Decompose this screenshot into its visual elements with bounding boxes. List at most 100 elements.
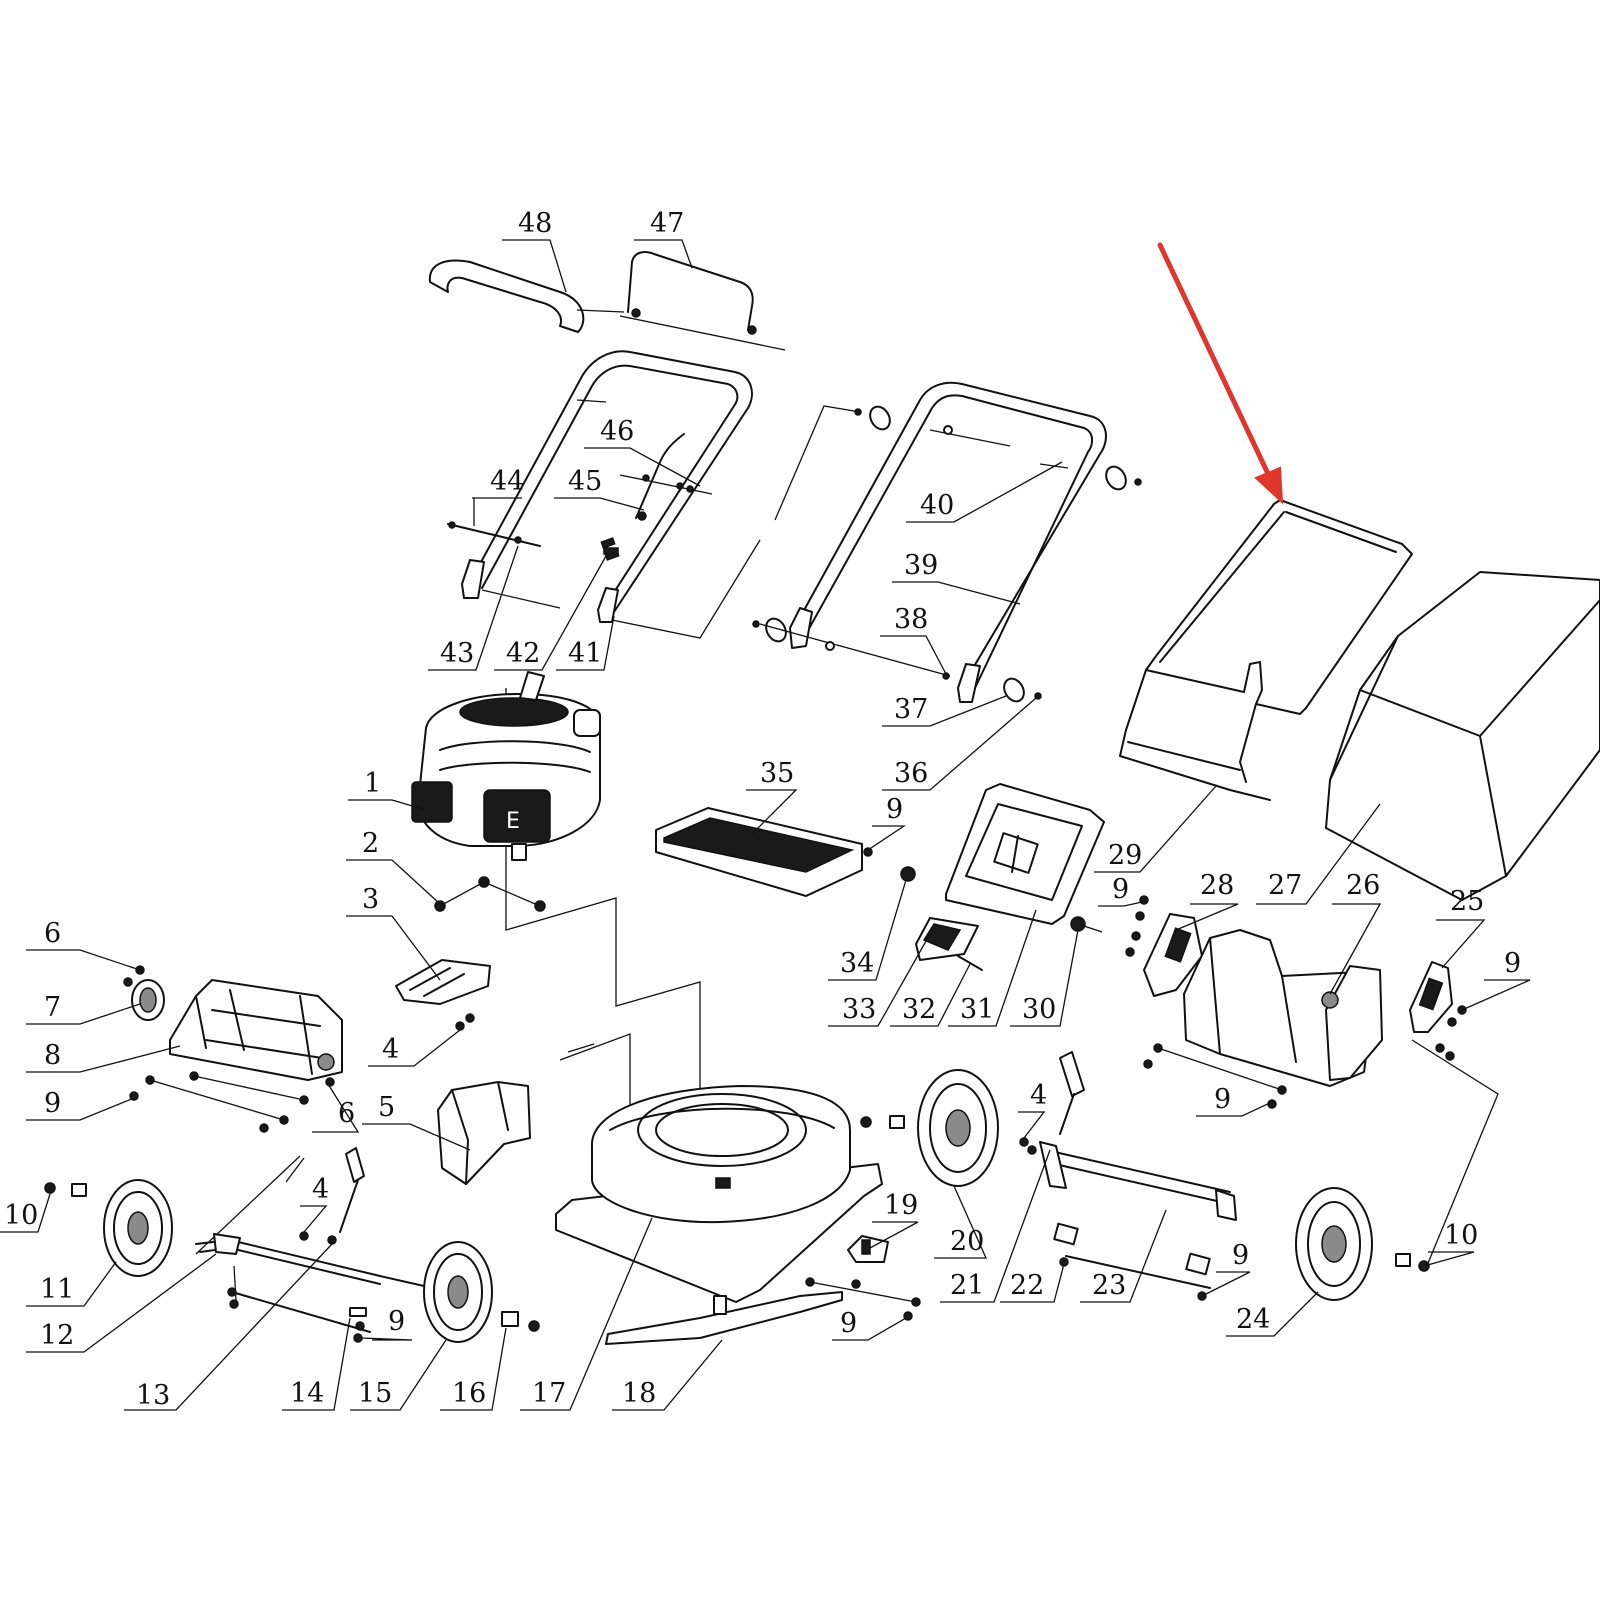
callout-23-label: 23 — [1092, 1270, 1126, 1301]
engine-badge: E — [506, 809, 520, 834]
part-17-deck — [555, 1085, 883, 1303]
callout-21: 21 — [940, 1149, 1051, 1303]
callout-6-top-label: 6 — [44, 918, 61, 949]
part-27-grass-bag — [1325, 571, 1600, 901]
callout-9-cover: 9 — [26, 1088, 135, 1121]
part-13-lever — [299, 1147, 365, 1245]
callout-2-label: 2 — [362, 828, 379, 859]
callout-16: 16 — [440, 1327, 507, 1411]
callout-41-label: 41 — [568, 638, 602, 669]
callout-37-label: 37 — [894, 694, 928, 725]
callout-18-label: 18 — [622, 1378, 656, 1409]
callout-24-label: 24 — [1236, 1304, 1270, 1335]
callout-9-front-bracket: 9 — [361, 1306, 413, 1341]
callout-37: 37 — [882, 694, 1007, 727]
callout-27: 27 — [1256, 803, 1381, 905]
callout-39: 39 — [892, 550, 1021, 605]
part-30-spring — [1070, 916, 1103, 933]
callout-15: 15 — [350, 1339, 447, 1411]
callout-7-label: 7 — [44, 992, 61, 1023]
callout-44-label: 44 — [490, 466, 524, 497]
callout-17: 17 — [520, 1217, 653, 1411]
callout-17-label: 17 — [532, 1378, 566, 1409]
callout-1: 1 — [348, 768, 427, 811]
callout-22: 22 — [1000, 1263, 1065, 1303]
callout-39-label: 39 — [904, 550, 938, 581]
part-19-clip — [847, 1235, 889, 1263]
assembly-lines — [195, 309, 1499, 1269]
callout-47-label: 47 — [650, 208, 684, 239]
callout-24: 24 — [1226, 1291, 1319, 1337]
callout-9-bracket-right: 9 — [1461, 948, 1531, 1011]
callout-4-deck: 4 — [368, 1029, 461, 1067]
callout-9-housing-label: 9 — [1214, 1084, 1231, 1115]
callout-21-label: 21 — [950, 1270, 984, 1301]
callout-9-cover-label: 9 — [44, 1088, 61, 1119]
callout-9-axle: 9 — [1205, 1240, 1251, 1295]
part-10-nuts — [44, 1115, 1430, 1272]
callout-13-label: 13 — [136, 1380, 170, 1411]
part-cable-hardware — [447, 433, 713, 561]
callout-25-label: 25 — [1450, 886, 1484, 917]
part-28-bracket — [1125, 895, 1203, 997]
callout-42: 42 — [494, 555, 607, 671]
callout-38: 38 — [880, 604, 947, 675]
callout-36-label: 36 — [894, 758, 928, 789]
callout-12-label: 12 — [40, 1320, 74, 1351]
callout-28: 28 — [1175, 870, 1239, 931]
callout-4-deck-label: 4 — [382, 1034, 399, 1065]
part-16-bushing — [501, 1311, 540, 1332]
part-12-front-axle — [195, 1233, 425, 1287]
callout-9-bracket-right-label: 9 — [1504, 948, 1521, 979]
part-25-bracket — [1409, 961, 1467, 1061]
callout-44: 44 — [472, 466, 524, 526]
callout-18: 18 — [612, 1339, 723, 1411]
callout-5: 5 — [362, 1092, 471, 1151]
highlight-arrow — [1157, 242, 1284, 505]
part-14-bracket — [227, 1265, 371, 1343]
callout-9-blade-label: 9 — [840, 1308, 857, 1339]
callout-9-flap-label: 9 — [886, 794, 903, 825]
part-upper-handle — [461, 350, 753, 623]
part-7-hinge — [131, 979, 165, 1021]
callout-41: 41 — [556, 615, 615, 671]
callout-30: 30 — [1010, 929, 1079, 1027]
callout-9-extra: 9 — [1514, 1238, 1531, 1269]
part-42-screws — [603, 547, 619, 555]
part-31-rear-flap — [945, 783, 1105, 925]
callouts: 1 2 3 4 4 4 5 — [0, 208, 1531, 1411]
callout-4-front-label: 4 — [312, 1174, 329, 1205]
part-48-handle-grip — [428, 259, 585, 333]
part-9-screw-34 — [863, 847, 873, 857]
part-29-bag-frame — [1119, 499, 1413, 801]
callout-47: 47 — [634, 208, 693, 269]
part-22-clip — [1053, 1222, 1211, 1301]
part-15-wheel-rear-left — [423, 1241, 493, 1343]
callout-32: 32 — [890, 963, 971, 1027]
part-9-screws-left — [129, 1071, 309, 1133]
part-illustrations: E — [44, 242, 1600, 1345]
part-39-lower-handle — [789, 381, 1107, 703]
callout-35-label: 35 — [760, 758, 794, 789]
callout-10-left: 10 — [0, 1193, 51, 1233]
callout-8: 8 — [26, 1040, 181, 1073]
callout-22-label: 22 — [1010, 1270, 1044, 1301]
callout-40: 40 — [906, 461, 1063, 523]
callout-33-label: 33 — [842, 994, 876, 1025]
part-33-latch — [915, 917, 983, 971]
callout-43: 43 — [428, 545, 519, 671]
callout-12: 12 — [26, 1253, 217, 1353]
callout-31: 31 — [948, 909, 1037, 1027]
callout-45: 45 — [554, 466, 645, 511]
callout-25: 25 — [1436, 886, 1486, 969]
callout-35: 35 — [746, 758, 798, 837]
callout-46: 46 — [584, 416, 701, 487]
callout-30-label: 30 — [1022, 994, 1056, 1025]
callout-28-label: 28 — [1200, 870, 1234, 901]
callout-8-label: 8 — [44, 1040, 61, 1071]
callout-4-rear: 4 — [1018, 1080, 1047, 1139]
callout-14-label: 14 — [290, 1378, 324, 1409]
callout-38-label: 38 — [894, 604, 928, 635]
part-11-wheel-front-left — [103, 1179, 173, 1277]
